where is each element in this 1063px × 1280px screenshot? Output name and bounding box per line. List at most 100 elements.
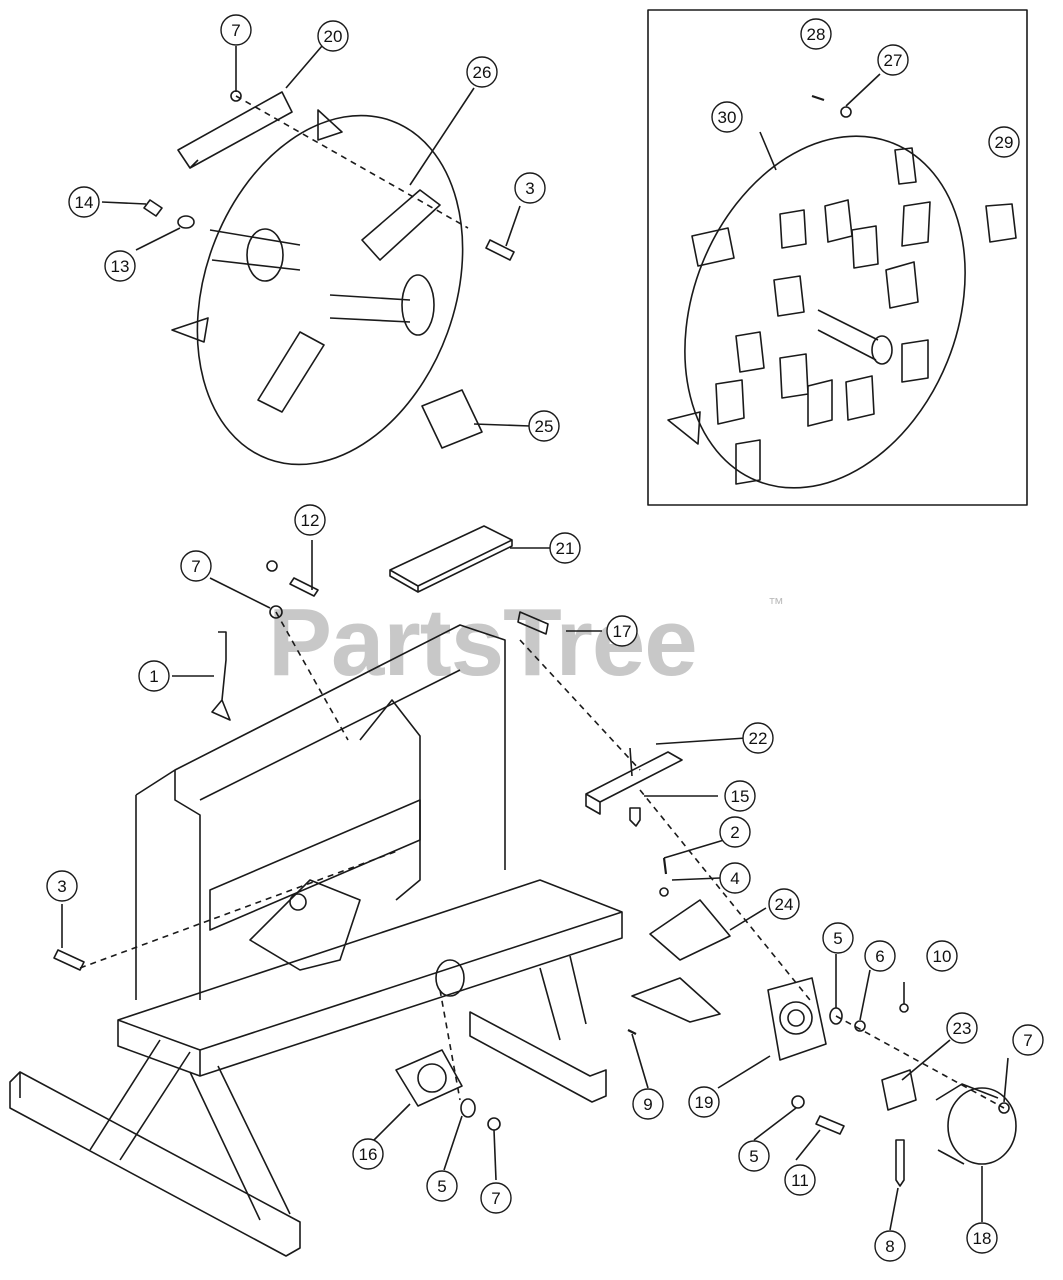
callout-circle: [294, 504, 326, 536]
callout-circle: [768, 888, 800, 920]
bearing-19-hub: [779, 1001, 813, 1035]
callout-label: 25: [535, 417, 554, 436]
inset-screw-27: [811, 94, 825, 102]
callout-label: 27: [884, 51, 903, 70]
callout-label: 3: [525, 179, 534, 198]
washer-5-bottom: [460, 1098, 476, 1118]
callout-label: 7: [1023, 1031, 1032, 1050]
callout-5: 5: [822, 922, 854, 954]
pin-8: [895, 1139, 905, 1187]
callout-circle: [719, 816, 751, 848]
callout-label: 21: [556, 539, 575, 558]
callout-label: 5: [437, 1177, 446, 1196]
callout-label: 16: [359, 1145, 378, 1164]
callout-label: 10: [933, 947, 952, 966]
callout-21: 21: [549, 532, 581, 564]
callout-circle: [514, 172, 546, 204]
inset-shaft-end: [871, 335, 893, 365]
hopper-gusset: [359, 699, 421, 901]
callout-label: 3: [57, 877, 66, 896]
bearing-16: [395, 1049, 463, 1107]
hopper-crossbar: [209, 799, 421, 931]
base-bearing-hole: [435, 959, 465, 997]
callout-leaders: [61, 45, 1009, 1231]
callout-circle: [864, 940, 896, 972]
callout-circle: [104, 250, 136, 282]
callout-24: 24: [768, 888, 800, 920]
hardware-axes-frame: [79, 611, 1005, 1109]
nut-12: [266, 560, 278, 572]
callout-circle: [46, 870, 78, 902]
callout-label: 22: [749, 729, 768, 748]
latch-1: [211, 631, 231, 721]
watermark-trademark: ™: [768, 596, 784, 613]
inset-drum-disc: [684, 135, 966, 489]
callout-circle: [220, 14, 252, 46]
callout-label: 23: [953, 1019, 972, 1038]
callout-label: 26: [473, 63, 492, 82]
inset-frame: [647, 9, 1028, 506]
callout-7: 7: [220, 14, 252, 46]
callout-circle: [138, 660, 170, 692]
callout-19: 19: [688, 1086, 720, 1118]
callout-25: 25: [528, 410, 560, 442]
callout-16: 16: [352, 1138, 384, 1170]
callout-label: 18: [973, 1229, 992, 1248]
callout-5: 5: [738, 1140, 770, 1172]
hopper-chute: [249, 879, 361, 971]
plate-21: [389, 525, 513, 593]
callout-label: 7: [231, 21, 240, 40]
callout-circle: [874, 1230, 906, 1262]
paddle-lower: [257, 331, 325, 413]
motor-18-housing: [935, 1083, 999, 1165]
nut-6: [854, 1020, 866, 1032]
callout-circle: [68, 186, 100, 218]
callout-label: 13: [111, 257, 130, 276]
nut-9: [627, 1029, 637, 1035]
bearing-16-hub: [417, 1063, 447, 1093]
drum-shaft-center: [329, 294, 411, 323]
callout-8: 8: [874, 1230, 906, 1262]
rail-22: [585, 747, 683, 815]
callout-circle: [822, 922, 854, 954]
callout-circle: [742, 722, 774, 754]
callout-3: 3: [46, 870, 78, 902]
callout-circle: [688, 1086, 720, 1118]
callout-circle: [632, 1088, 664, 1120]
callout-label: 24: [775, 895, 794, 914]
drum-shaft-left: [209, 229, 301, 271]
callout-label: 17: [613, 622, 632, 641]
callout-11: 11: [784, 1164, 816, 1196]
callout-27: 27: [877, 44, 909, 76]
screw-2: [662, 857, 668, 875]
callout-label: 19: [695, 1093, 714, 1112]
callout-label: 12: [301, 511, 320, 530]
callout-label: 1: [149, 667, 158, 686]
inset-paddle-left: [691, 227, 735, 267]
callout-label: 7: [191, 557, 200, 576]
bearing-19: [767, 977, 827, 1061]
callout-26: 26: [466, 56, 498, 88]
callout-circle: [480, 1182, 512, 1214]
callout-circle: [724, 780, 756, 812]
callout-10: 10: [926, 940, 958, 972]
washer-4: [659, 887, 669, 897]
shaft-collar-left: [246, 228, 284, 282]
drum-flange-bottom: [171, 317, 209, 343]
inset-paddles: [715, 199, 931, 485]
chute-hole: [289, 893, 307, 911]
bolt-14: [143, 199, 163, 217]
shaft-collar-right: [401, 274, 435, 336]
callout-circle: [711, 101, 743, 133]
callout-17: 17: [606, 615, 638, 647]
bolt-11: [815, 1115, 845, 1135]
callout-6: 6: [864, 940, 896, 972]
bracket-24: [631, 899, 731, 1023]
paddle-upper: [361, 189, 441, 261]
callout-circle: [946, 1012, 978, 1044]
callout-15: 15: [724, 780, 756, 812]
callout-circle: [1012, 1024, 1044, 1056]
leg-rear: [469, 955, 607, 1103]
inset-nut-27: [840, 106, 852, 118]
bracket-20: [177, 91, 293, 169]
